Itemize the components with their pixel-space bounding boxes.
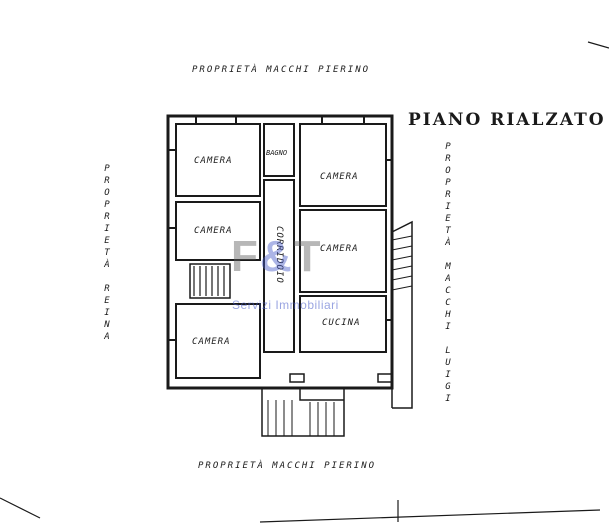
room-label-camera-2: CAMERA <box>194 226 233 236</box>
wall-camera-3 <box>299 123 387 207</box>
watermark-subtitle: Servizi Immobiliari <box>232 298 339 312</box>
wall-bagno <box>263 123 295 177</box>
neighbor-right: PROPRIETÀ MACCHI LUIGI <box>443 142 453 406</box>
neighbor-top: PROPRIETÀ MACCHI PIERINO <box>192 65 371 75</box>
watermark-logo-t: T <box>293 232 323 281</box>
room-label-cucina: CUCINA <box>322 318 361 328</box>
room-label-camera-1: CAMERA <box>194 156 233 166</box>
inner-stair <box>189 263 231 299</box>
room-label-camera-3: CAMERA <box>320 172 359 182</box>
wall-corridoio <box>263 179 295 353</box>
wall-camera-2 <box>175 201 261 261</box>
plan-title: PIANO RIALZATO <box>408 110 606 130</box>
room-label-bagno: BAGNO <box>266 149 288 157</box>
wall-camera-1 <box>175 123 261 197</box>
neighbor-bottom: PROPRIETÀ MACCHI PIERINO <box>198 461 377 471</box>
neighbor-left: PROPRIETÀ REINA <box>102 164 112 344</box>
watermark-logo: F&T <box>231 232 323 282</box>
room-label-camera-5: CAMERA <box>192 337 231 347</box>
room-label-camera-4: CAMERA <box>320 244 359 254</box>
wall-camera-4 <box>299 209 387 293</box>
wall-cucina <box>299 295 387 353</box>
watermark-logo-f: F <box>231 232 260 281</box>
watermark-logo-amp: & <box>259 232 294 281</box>
